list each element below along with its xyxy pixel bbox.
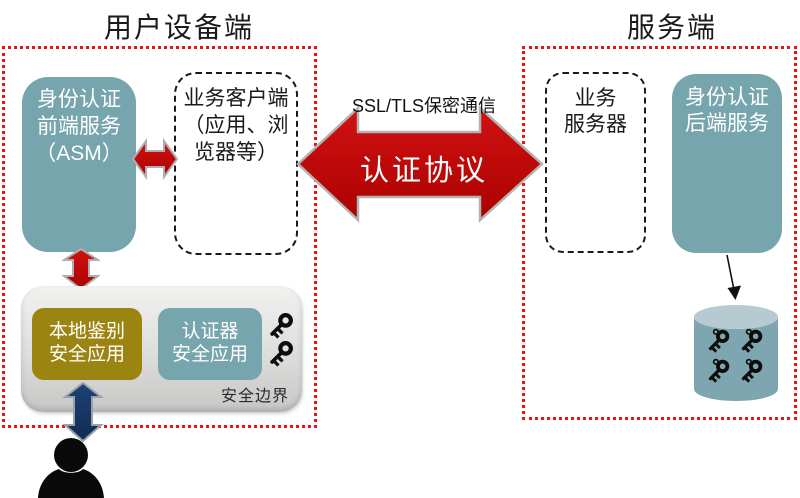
backend-box-line: 身份认证 [685,86,769,109]
authenticator-app-box: 认证器 安全应用 [158,308,262,380]
client-box-line: 览器等） [194,141,278,164]
user-zone-title: 用户设备端 [104,12,255,43]
auth-protocol-label: 认证协议 [359,155,488,187]
backend-to-keystore-arrow-icon [726,254,741,300]
server-zone-border [522,46,797,420]
secure-boundary-label: 安全边界 [220,388,289,405]
key-icon [738,327,765,354]
backend-box-line: 后端服务 [685,112,769,135]
ssl-tls-label: SSL/TLS保密通信 [351,96,497,116]
client-box-line: 业务客户端 [183,87,289,110]
key-icon [266,338,296,368]
person-silhouette-icon [38,438,104,498]
client-box-line: （应用、浏 [183,114,289,137]
server-zone-title: 服务端 [627,12,718,43]
asm-client-double-arrow-icon [131,138,179,180]
asm-boundary-double-arrow-icon [62,247,100,291]
local-auth-app-box: 本地鉴别 安全应用 [32,308,142,380]
local-auth-line: 本地鉴别 [48,321,125,342]
authenticator-line: 认证器 [181,321,239,342]
user-boundary-double-arrow-icon [62,381,104,443]
business-server-line: 业务 [574,87,617,110]
user-zone-border [2,46,317,428]
local-auth-line: 安全应用 [48,344,125,365]
asm-box-line: 身份认证 [37,88,121,111]
business-server-box: 业务 服务器 [545,72,646,253]
business-server-line: 服务器 [564,113,627,136]
asm-box-line: 前端服务 [37,115,121,138]
auth-backend-service-box: 身份认证 后端服务 [672,74,782,253]
key-icon [705,357,732,384]
key-icon [705,327,732,354]
business-client-box: 业务客户端 （应用、浏 览器等） [174,72,298,255]
asm-box-line: （ASM） [35,142,123,165]
asm-frontend-service-box: 身份认证 前端服务 （ASM） [22,77,136,252]
key-icon [738,357,765,384]
authenticator-line: 安全应用 [171,344,248,365]
key-icon [266,310,296,340]
auth-protocol-double-arrow-icon [296,105,544,223]
